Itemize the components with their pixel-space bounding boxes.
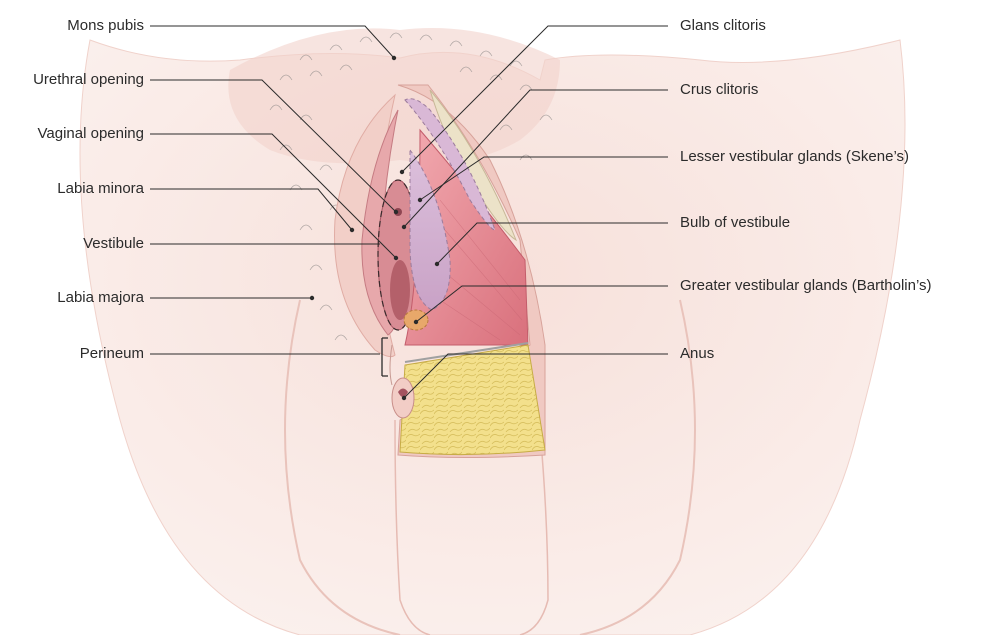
label-vaginal-opening: Vaginal opening bbox=[38, 125, 144, 143]
label-anus: Anus bbox=[680, 345, 714, 363]
label-bulb-of-vestibule: Bulb of vestibule bbox=[680, 214, 790, 232]
label-labia-minora: Labia minora bbox=[57, 180, 144, 198]
label-vestibule: Vestibule bbox=[83, 235, 144, 253]
label-glans-clitoris: Glans clitoris bbox=[680, 17, 766, 35]
label-labia-majora: Labia majora bbox=[57, 289, 144, 307]
label-mons-pubis: Mons pubis bbox=[67, 17, 144, 35]
label-greater-vestibular-glands: Greater vestibular glands (Bartholin’s) bbox=[680, 277, 932, 295]
label-lesser-vestibular-glands: Lesser vestibular glands (Skene’s) bbox=[680, 148, 909, 166]
label-urethral-opening: Urethral opening bbox=[33, 71, 144, 89]
label-crus-clitoris: Crus clitoris bbox=[680, 81, 758, 99]
label-perineum: Perineum bbox=[80, 345, 144, 363]
